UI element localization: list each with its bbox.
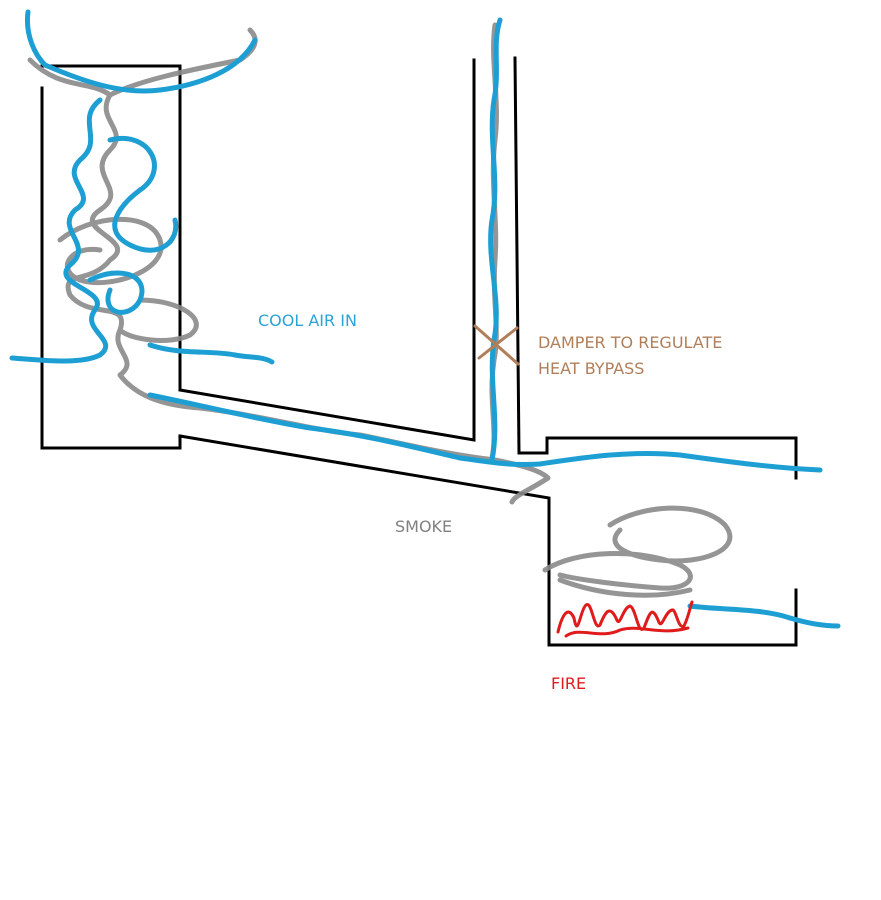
air-trail-inlet xyxy=(147,342,275,365)
duct-lower-wall xyxy=(178,434,798,647)
smoke-label: SMOKE xyxy=(395,517,453,536)
duct-upper-wall xyxy=(178,58,476,442)
damper-label: DAMPER TO REGULATE HEAT BYPASS xyxy=(538,333,723,378)
cool-air-in-label: COOL AIR IN xyxy=(258,311,357,330)
smoke-trail-swirl-left xyxy=(57,216,199,343)
walls xyxy=(40,56,798,647)
fire-flame-scribble-icon xyxy=(556,600,694,638)
air-trail-chimney xyxy=(488,17,503,463)
air-flow xyxy=(9,9,841,629)
chimney-right-wall xyxy=(513,56,798,480)
left-chamber-wall xyxy=(40,64,182,450)
smoke-trail-fire xyxy=(542,505,733,598)
smoke-flow xyxy=(27,22,733,598)
damper-x-mark-icon xyxy=(473,324,520,366)
air-trail-fire-exit xyxy=(687,603,841,629)
fire-label: FIRE xyxy=(551,674,587,693)
air-trail-chamber xyxy=(9,9,258,364)
air-trail-chamber-loop xyxy=(87,136,179,315)
damper-stroke-b xyxy=(477,326,519,360)
